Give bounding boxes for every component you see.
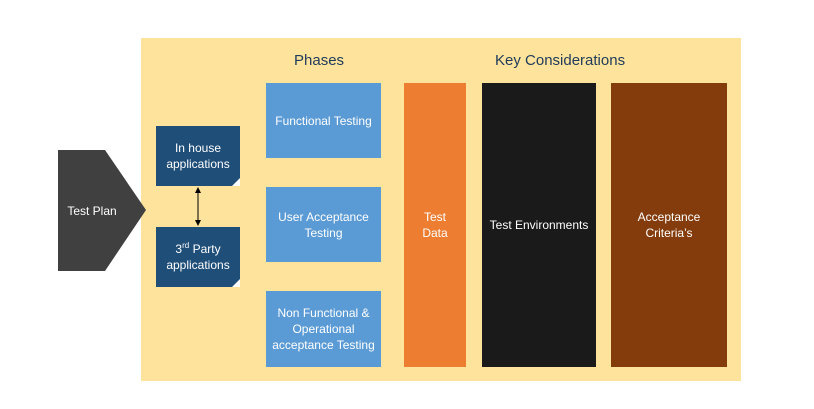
page-fold-corner bbox=[232, 178, 240, 186]
phases-heading: Phases bbox=[294, 52, 345, 69]
acceptance-criteria-label: Acceptance Criteria’s bbox=[637, 210, 701, 240]
phase-label: Functional Testing bbox=[275, 113, 372, 128]
third-party-applications-label: 3rd Party applications bbox=[166, 241, 230, 273]
test-plan-label: Test Plan bbox=[67, 203, 117, 218]
test-data-column: Test Data bbox=[404, 83, 466, 367]
acceptance-criteria-column: Acceptance Criteria’s bbox=[611, 83, 727, 367]
test-plan-arrow bbox=[58, 150, 146, 271]
in-house-applications-label: In house applications bbox=[166, 141, 230, 171]
bidirectional-arrow bbox=[195, 187, 201, 226]
phase-user-acceptance-testing: User Acceptance Testing bbox=[266, 187, 381, 262]
phase-label: User Acceptance Testing bbox=[278, 209, 369, 240]
phase-non-functional-testing: Non Functional & Operational acceptance … bbox=[266, 291, 381, 367]
third-party-applications-box: 3rd Party applications bbox=[156, 227, 240, 287]
test-data-label: Test Data bbox=[422, 210, 448, 240]
phase-functional-testing: Functional Testing bbox=[266, 83, 381, 158]
test-environments-label: Test Environments bbox=[489, 218, 589, 232]
page-fold-corner bbox=[232, 279, 240, 287]
in-house-applications-box: In house applications bbox=[156, 126, 240, 186]
test-environments-column: Test Environments bbox=[482, 83, 596, 367]
key-considerations-heading: Key Considerations bbox=[495, 52, 626, 69]
phase-label: Non Functional & Operational acceptance … bbox=[272, 306, 375, 352]
